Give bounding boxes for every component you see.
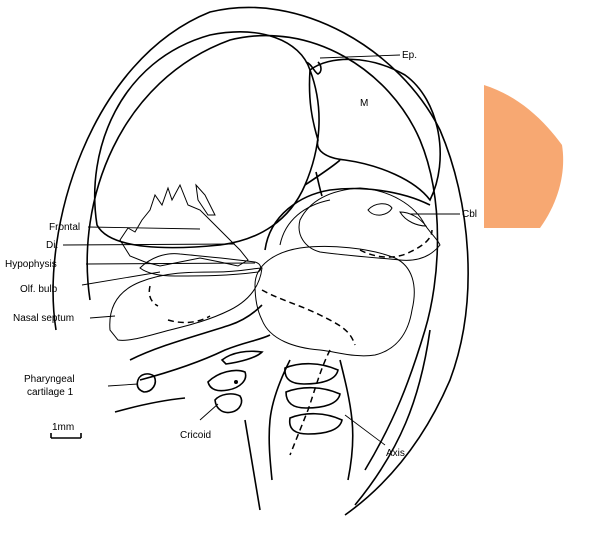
forebrain-hemisphere [93,31,320,249]
label-frontal: Frontal [49,222,80,233]
frontal-cartilage [119,183,249,267]
frontal-spike [195,183,216,216]
nasal-septum-cartilage [109,267,263,341]
vertebra-3 [288,412,343,435]
pharyngeal-cartilage [136,373,157,393]
hyoid-part [220,350,264,365]
cranial-dashed-line [148,285,211,324]
label-olf-bulb: Olf. bulb [20,284,58,295]
cerebellum-cartilage [298,187,441,261]
vertebra-1 [284,362,339,385]
otic-dashed-line [261,289,356,346]
hindbrain-outline [264,187,431,251]
label-di: Di. [46,240,58,251]
cricoid-cartilage [214,393,243,414]
notochord-dashed-line [289,349,331,456]
epiphysis [305,61,322,75]
neck-outline-right [354,329,431,506]
brain-stalk [304,159,341,197]
hindbrain-dashed-line [359,229,433,258]
label-m: M [360,98,368,109]
scale-bar [50,433,82,439]
label-hypophysis: Hypophysis [5,259,57,270]
cerebellum-inner-cavity [367,203,393,216]
palate-contour [129,304,263,361]
larynx-part [207,369,247,392]
label-cbl: Cbl [462,209,477,220]
oral-cavity-contour [139,334,271,381]
label-scale: 1mm [52,422,74,433]
tongue-line [114,397,186,413]
otic-capsule [254,246,415,357]
label-pharyngeal-1: Pharyngeal [24,374,75,385]
spinal-column-front [268,359,291,481]
larynx-dot [234,380,238,384]
label-axis: Axis [386,448,405,459]
leader-lines [62,54,460,446]
label-cricoid: Cricoid [180,430,211,441]
neck-contour-front [244,419,261,511]
label-nasal-septum: Nasal septum [13,313,74,324]
cerebellum-slit [399,211,428,227]
label-pharyngeal-2: cartilage 1 [27,387,74,398]
vertebra-2 [285,386,341,409]
skin-contour [86,34,439,471]
label-ep: Ep. [402,50,417,61]
midbrain [308,58,441,202]
orange-overlay-shape [484,85,564,228]
hindbrain-inner [279,199,331,246]
outer-head-outline [52,6,469,516]
